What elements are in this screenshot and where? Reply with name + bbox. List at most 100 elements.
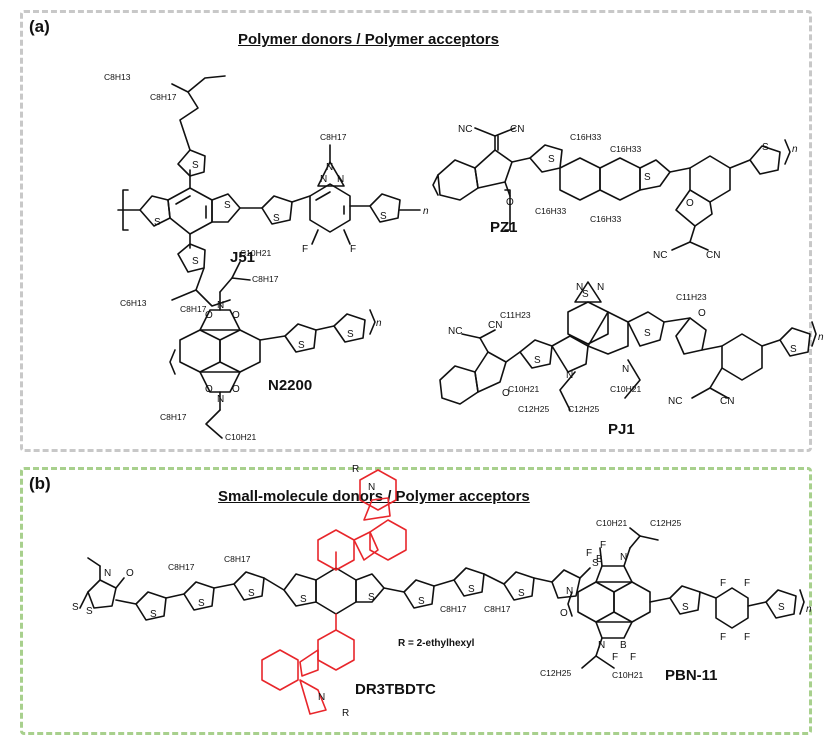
pbn-sub-4: C10H21: [612, 670, 643, 680]
svg-text:S: S: [273, 213, 280, 224]
svg-text:S: S: [778, 602, 785, 613]
svg-text:S: S: [644, 328, 651, 339]
svg-text:F: F: [586, 548, 592, 559]
j51-sub-4: C6H13: [120, 298, 147, 308]
svg-text:N: N: [217, 300, 224, 311]
svg-text:B: B: [620, 640, 627, 651]
panel-b: (b) Small-molecule donors / Polymer acce…: [20, 467, 812, 735]
pz1-sub-1: C16H33: [570, 132, 601, 142]
svg-text:S: S: [682, 602, 689, 613]
svg-text:n: n: [818, 332, 824, 343]
svg-text:S: S: [248, 588, 255, 599]
pj1-sub-1: C11H23: [500, 310, 531, 320]
svg-text:S: S: [418, 596, 425, 607]
svg-text:CN: CN: [720, 396, 734, 407]
svg-text:F: F: [302, 244, 308, 255]
pj1-sub-2: C11H23: [676, 292, 707, 302]
svg-text:S: S: [582, 289, 589, 300]
molecule-n2200: O O N O O N S S n C10H21 C8H17 C8H17 C10…: [160, 248, 382, 442]
svg-text:S: S: [534, 355, 541, 366]
svg-text:NC: NC: [458, 124, 472, 135]
dr3-note: R = 2-ethylhexyl: [398, 638, 475, 649]
svg-text:O: O: [560, 608, 568, 619]
panel-b-letter: (b): [29, 474, 51, 493]
pbn-sub-3: C12H25: [540, 668, 571, 678]
svg-text:O: O: [232, 384, 240, 395]
j51-sub-5: C8H17: [180, 304, 207, 314]
svg-text:S: S: [150, 609, 157, 620]
svg-text:S: S: [644, 172, 651, 183]
pj1-sub-4: C12H25: [518, 404, 549, 414]
svg-text:R: R: [352, 464, 359, 475]
svg-text:N: N: [217, 394, 224, 405]
svg-text:CN: CN: [488, 320, 502, 331]
pz1-sub-4: C16H33: [590, 214, 621, 224]
pz1-sub-3: C16H33: [535, 206, 566, 216]
svg-text:N: N: [318, 692, 325, 703]
svg-text:N: N: [597, 282, 604, 293]
svg-text:F: F: [744, 578, 750, 589]
svg-text:F: F: [350, 244, 356, 255]
svg-text:N: N: [622, 364, 629, 375]
svg-text:N: N: [566, 370, 573, 381]
molecule-pj1: S N N S S S N N O O NC CN NC CN n C11H23…: [439, 281, 824, 438]
j51-label: J51: [230, 249, 255, 266]
n2200-sub-4: C10H21: [225, 432, 256, 442]
svg-text:S: S: [380, 211, 387, 222]
svg-text:n: n: [792, 144, 798, 155]
svg-text:N: N: [368, 482, 375, 493]
molecule-pbn11: B N F F N B F F S S F F F F n C10H21 C12…: [540, 518, 812, 684]
svg-text:N: N: [104, 568, 111, 579]
svg-text:S: S: [154, 217, 161, 228]
pj1-sub-5: C12H25: [568, 404, 599, 414]
svg-text:F: F: [720, 578, 726, 589]
svg-text:O: O: [126, 568, 134, 579]
molecule-dr3tbdtc: R N N R S S N O S S S S S S S S N S O C8…: [72, 464, 599, 719]
svg-text:S: S: [592, 558, 599, 569]
molecule-j51: S S S S S S N N N F F n C8H13 C8H17 C8H1…: [104, 72, 511, 314]
svg-text:F: F: [720, 632, 726, 643]
svg-text:S: S: [347, 329, 354, 340]
svg-text:NC: NC: [668, 396, 682, 407]
svg-text:O: O: [205, 384, 213, 395]
panel-b-title: Small-molecule donors / Polymer acceptor…: [218, 488, 530, 505]
n2200-sub-2: C8H17: [252, 274, 279, 284]
svg-text:N: N: [620, 552, 627, 563]
j51-sub-3: C8H17: [320, 132, 347, 142]
svg-text:F: F: [630, 652, 636, 663]
svg-text:O: O: [502, 388, 510, 399]
pbn-sub-2: C12H25: [650, 518, 681, 528]
dr3-sub-4: C8H17: [484, 604, 511, 614]
svg-text:n: n: [376, 318, 382, 329]
pz1-label: PZ1: [490, 219, 518, 236]
pbn-sub-1: C10H21: [596, 518, 627, 528]
svg-text:N: N: [566, 586, 573, 597]
svg-text:S: S: [198, 598, 205, 609]
pbn11-label: PBN-11: [665, 667, 718, 684]
svg-text:S: S: [548, 154, 555, 165]
svg-text:S: S: [72, 602, 79, 613]
dr3tbdtc-label: DR3TBDTC: [355, 681, 436, 698]
svg-text:S: S: [468, 584, 475, 595]
svg-text:CN: CN: [510, 124, 524, 135]
dr3-sub-3: C8H17: [440, 604, 467, 614]
svg-text:N: N: [598, 640, 605, 651]
svg-text:S: S: [298, 340, 305, 351]
svg-text:n: n: [806, 604, 812, 615]
pj1-sub-6: C10H21: [610, 384, 641, 394]
svg-text:S: S: [300, 594, 307, 605]
svg-text:S: S: [192, 256, 199, 267]
svg-text:B: B: [596, 554, 603, 565]
svg-text:S: S: [790, 344, 797, 355]
svg-text:CN: CN: [706, 250, 720, 261]
svg-text:F: F: [612, 652, 618, 663]
dr3-sub-1: C8H17: [168, 562, 195, 572]
svg-text:O: O: [232, 310, 240, 321]
molecule-pz1: NC CN O O NC CN S S S n C16H33 C16H33 C1…: [432, 124, 798, 261]
svg-text:S: S: [192, 160, 199, 171]
svg-text:N: N: [320, 174, 327, 185]
svg-text:S: S: [368, 592, 375, 603]
svg-text:NC: NC: [448, 326, 462, 337]
svg-text:O: O: [698, 308, 706, 319]
